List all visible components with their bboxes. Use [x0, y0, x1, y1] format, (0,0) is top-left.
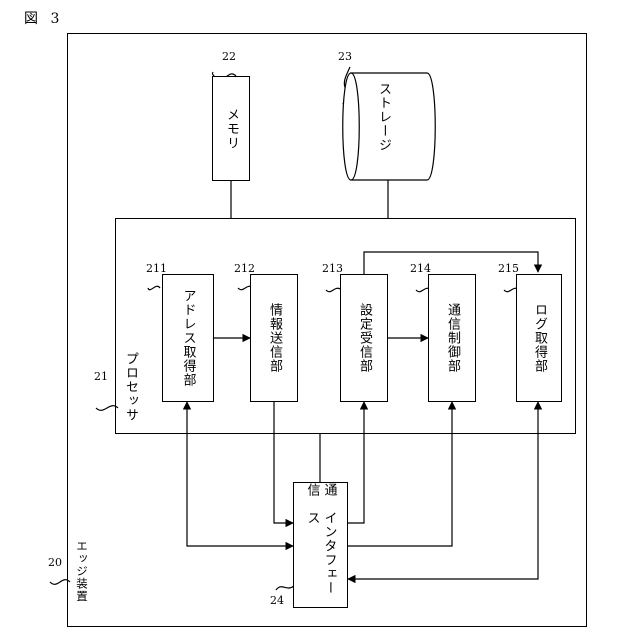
storage-label: ストレージ [375, 82, 391, 152]
unit-212-ref: 212 [234, 262, 255, 275]
address-acquisition-unit: アドレス 取得部 [162, 274, 214, 402]
ref-leader-211 [148, 286, 160, 289]
arrow-if-215 [348, 402, 538, 579]
ref-leader-21 [96, 406, 118, 411]
memory-box: メモリ [212, 76, 250, 181]
processor-label: プロセッサ [122, 352, 138, 422]
comm-if-ref: 24 [270, 594, 284, 607]
arrow-212-if [274, 402, 293, 523]
memory-label: メモリ [223, 108, 239, 150]
processor-ref: 21 [94, 370, 108, 383]
comm-if-line1: 通信 [304, 483, 338, 511]
comm-if-line2: インタフェース [304, 511, 338, 607]
unit-213-label: 設定受信部 [356, 303, 372, 373]
memory-ref: 22 [222, 50, 236, 63]
unit-214-ref: 214 [410, 262, 431, 275]
edge-device-ref: 20 [48, 556, 62, 569]
unit-211-line2: 取得部 [180, 345, 197, 387]
info-transmission-unit: 情報送信部 [250, 274, 298, 402]
edge-device-label: エッジ装置 [74, 540, 90, 603]
arrow-if-213 [348, 402, 364, 523]
unit-211-line1: アドレス [180, 289, 197, 345]
unit-214-label: 通信制御部 [444, 303, 460, 373]
unit-215-ref: 215 [498, 262, 519, 275]
ref-leader-24 [276, 586, 294, 590]
unit-213-ref: 213 [322, 262, 343, 275]
ref-leader-20 [50, 580, 70, 585]
unit-215-label: ログ取得部 [531, 303, 547, 373]
unit-211-ref: 211 [146, 262, 167, 275]
storage-ref: 23 [338, 50, 352, 63]
arrow-if-211 [187, 402, 293, 546]
unit-212-label: 情報送信部 [266, 303, 282, 373]
communication-control-unit: 通信制御部 [428, 274, 476, 402]
log-acquisition-unit: ログ取得部 [516, 274, 562, 402]
settings-reception-unit: 設定受信部 [340, 274, 388, 402]
communication-interface: 通信 インタフェース [293, 482, 348, 608]
